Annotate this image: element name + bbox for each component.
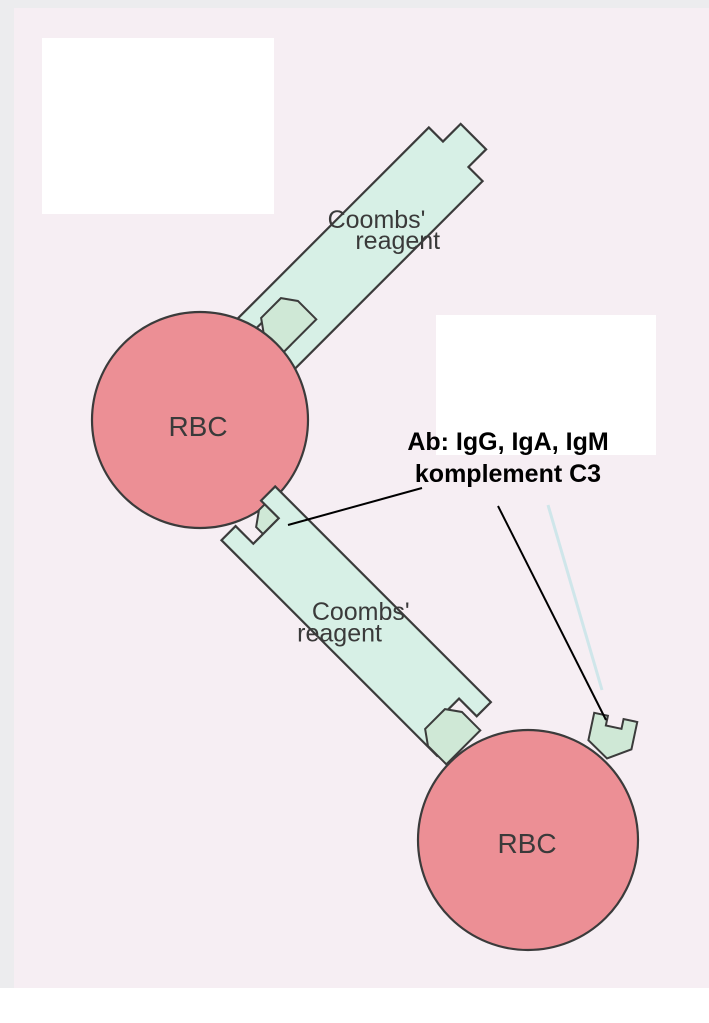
rbc-right — [416, 728, 640, 952]
callout-line-left — [287, 487, 423, 526]
antibody-free — [587, 711, 639, 760]
bottom-white-band — [0, 988, 709, 1023]
reagent-bottom-label-1: Coombs' — [312, 598, 410, 626]
antibody-free-shape — [587, 711, 639, 760]
antibody-callout-line-2: komplement C3 — [415, 460, 601, 488]
blank-label-box-right — [436, 315, 656, 455]
reagent-top-label-1: Coombs' — [328, 206, 426, 234]
antibody-callout-line-1: Ab: IgG, IgA, IgM — [407, 428, 608, 456]
antibody-bound-shape — [424, 708, 482, 766]
coombs-reagent-bottom: Coombs' reagent — [219, 484, 493, 758]
callout-line-right — [497, 505, 607, 721]
faint-guide-line — [546, 504, 604, 691]
antibody-bottom-right-bound — [424, 708, 482, 766]
reagent-top-label-2: reagent — [355, 227, 440, 255]
rbc-right-label: RBC — [497, 828, 556, 859]
rbc-left-label: RBC — [168, 411, 227, 442]
blank-label-box-top — [42, 38, 274, 214]
rbc-left — [90, 310, 310, 530]
reagent-bottom-label-2: reagent — [297, 619, 382, 647]
